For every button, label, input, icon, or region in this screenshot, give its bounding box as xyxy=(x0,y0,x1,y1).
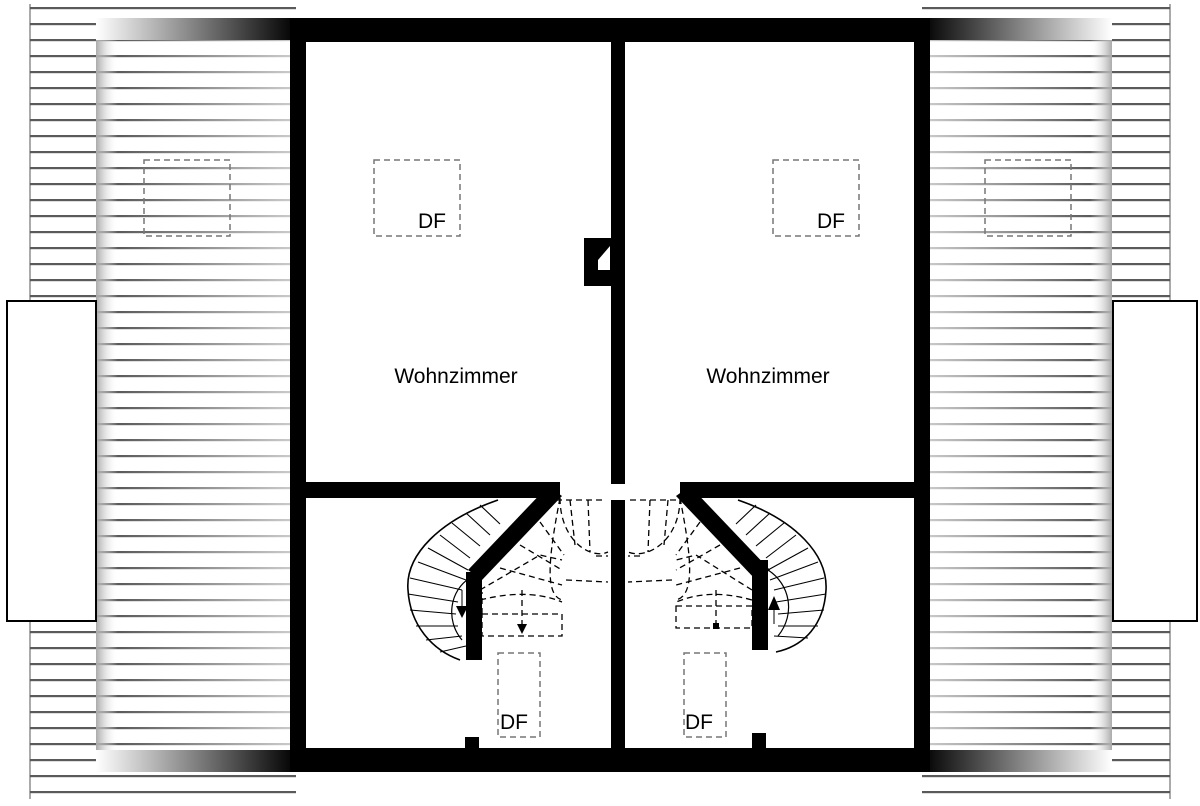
room-label-right: Wohnzimmer xyxy=(706,365,829,388)
skylight-label-upper-left: DF xyxy=(418,210,446,233)
skylight-left-roof xyxy=(143,159,231,237)
right-partition-wall xyxy=(680,482,920,498)
skylight-lower-right xyxy=(683,652,727,738)
room-label-left: Wohnzimmer xyxy=(394,365,517,388)
left-wall xyxy=(290,40,306,752)
left-stair-wall-vertical xyxy=(466,572,482,660)
bottom-wall xyxy=(290,748,930,772)
right-staircase xyxy=(735,499,827,653)
left-lower-stair-arrow xyxy=(517,624,527,634)
center-wall-upper xyxy=(611,40,625,484)
skylight-upper-left-room xyxy=(373,159,461,237)
skylight-upper-right-room xyxy=(772,159,860,237)
skylight-label-lower-right: DF xyxy=(685,711,713,734)
left-partition-wall xyxy=(298,482,560,498)
left-wall-stub xyxy=(465,737,479,751)
left-lower-stair-dashed xyxy=(479,497,609,637)
skylight-right-roof xyxy=(984,159,1072,237)
center-wall-lower xyxy=(611,500,625,750)
left-stair-wall-diagonal xyxy=(468,486,562,580)
top-wall xyxy=(290,18,930,42)
right-dormer xyxy=(1112,300,1198,622)
skylights xyxy=(143,159,1072,738)
left-staircase xyxy=(407,499,501,661)
skylight-lower-left xyxy=(497,652,541,738)
skylight-label-upper-right: DF xyxy=(817,210,845,233)
walls xyxy=(290,18,930,772)
skylight-label-lower-left: DF xyxy=(500,711,528,734)
chimney xyxy=(584,238,614,286)
left-stair-arrow xyxy=(456,606,468,618)
right-wall xyxy=(914,40,930,752)
left-dormer xyxy=(6,300,97,622)
right-stair-wall-vertical xyxy=(752,560,768,650)
left-roof-slope xyxy=(29,4,296,799)
interior-floor xyxy=(298,38,920,752)
right-stair-wall-diagonal xyxy=(676,486,770,580)
right-stair-arrow xyxy=(768,596,780,610)
right-wall-stub xyxy=(752,733,766,751)
right-lower-stair-marker xyxy=(713,623,719,629)
